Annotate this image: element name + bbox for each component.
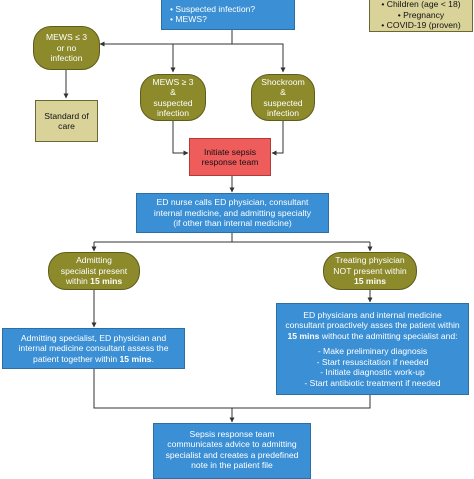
proactive-line-3: 15 mins without the admitting specialist… [287,331,457,341]
connector-top-to-mews-high [170,43,232,73]
initiate-line-2: response team [201,157,259,167]
screening-line-2: • MEWS? [170,14,207,24]
mews-low-line-3: infection [50,53,83,64]
shockroom-line-2: & [280,87,286,98]
admitting-present-line-2: specialist present [60,265,128,276]
mews-low-line-2: or no [56,42,77,53]
sepsis-team-line-4: note in the patient file [191,460,273,471]
decision-mews-low: MEWS ≤ 3 or no infection [33,26,100,70]
shockroom-line-1: Shockroom [261,76,305,87]
assess-line-2: internal medicine consultant assess the [18,343,169,354]
shockroom-line-4: infection [266,107,299,118]
proactive-time: 15 mins [287,330,320,341]
shockroom-line-3: suspected [263,97,303,108]
exclusion-line-1: • Children (age < 18) [381,0,461,10]
ed-nurse-line-1: ED nurse calls ED physician, consultant [156,197,309,208]
treating-absent-line-2: NOT present within [333,265,407,276]
mews-low-line-1: MEWS ≤ 3 [45,32,87,43]
connector-proactive-down [232,395,371,409]
mews-high-line-4: infection [156,107,189,118]
screening-box: • Suspected infection? • MEWS? [161,0,295,30]
standard-of-care-box: Standard of care [35,100,98,142]
exclusion-line-2: • Pregnancy [397,9,445,20]
sepsis-team-advice-box: Sepsis response team communicates advice… [153,423,311,479]
mews-high-line-2: & [170,87,176,98]
mews-high-line-1: MEWS ≥ 3 [152,76,194,87]
proactive-line-2: consultant proactively asses the patient… [285,320,460,331]
initiate-line-1: Initiate sepsis [203,146,257,157]
decision-shockroom: Shockroom & suspected infection [251,74,315,121]
ed-nurse-line-3: (if other than internal medicine) [173,218,292,229]
connector-assess-down [93,369,232,409]
sepsis-team-line-3: specialist and creates a predefined [165,449,299,460]
treating-absent-time: 15 mins [353,276,386,287]
sepsis-team-line-1: Sepsis response team [189,429,275,439]
decision-admitting-present: Admitting specialist present within 15 m… [48,252,140,290]
standard-care-line-1: Standard of [44,110,89,121]
connector-top-to-shockroom [232,43,286,73]
assess-line-3-end: . [151,353,154,364]
decision-mews-high: MEWS ≥ 3 & suspected infection [140,74,206,121]
assess-line-1: Admitting specialist, ED physician and [20,332,167,343]
treating-absent-line-1: Treating physician [335,255,405,266]
admitting-present-within: within [65,276,91,287]
proactive-assessment-box: ED physicians and internal medicine cons… [276,303,469,395]
ed-nurse-calls-box: ED nurse calls ED physician, consultant … [136,193,329,233]
proactive-item-2: - Start resuscitation if needed [316,356,429,367]
proactive-line-1: ED physicians and internal medicine [303,310,442,321]
sepsis-team-line-2: communicates advice to admitting [167,439,297,450]
admitting-present-line-3: within 15 mins [66,276,122,286]
proactive-item-1: - Make preliminary diagnosis [317,346,428,357]
assess-line-3: patient together within 15 mins. [33,354,154,364]
assess-line-3-text: patient together within [33,353,120,364]
connector-mews-high-to-initiate [172,121,189,156]
ed-nurse-line-2: internal medicine, and admitting special… [153,207,312,218]
connector-shockroom-to-initiate [271,121,284,156]
proactive-item-3: - Initiate diagnostic work-up [320,367,425,378]
initiate-sepsis-team-box: Initiate sepsis response team [189,138,271,176]
admitting-present-time: 15 mins [90,276,123,287]
proactive-line-3-text: without the admitting specialist and: [319,330,458,341]
standard-care-line-2: care [58,121,75,131]
proactive-item-4: - Start antibiotic treatment if needed [304,377,441,388]
assess-together-box: Admitting specialist, ED physician and i… [2,328,185,369]
decision-treating-absent: Treating physician NOT present within 15… [323,252,417,290]
admitting-present-line-1: Admitting [76,255,112,266]
exclusion-line-3: • COVID-19 (proven) [381,20,461,31]
assess-time: 15 mins [119,353,152,364]
exclusion-criteria-box: • Children (age < 18) • Pregnancy • COVI… [369,0,473,32]
screening-line-1: • Suspected infection? [170,3,256,14]
mews-high-line-3: suspected [153,97,193,108]
